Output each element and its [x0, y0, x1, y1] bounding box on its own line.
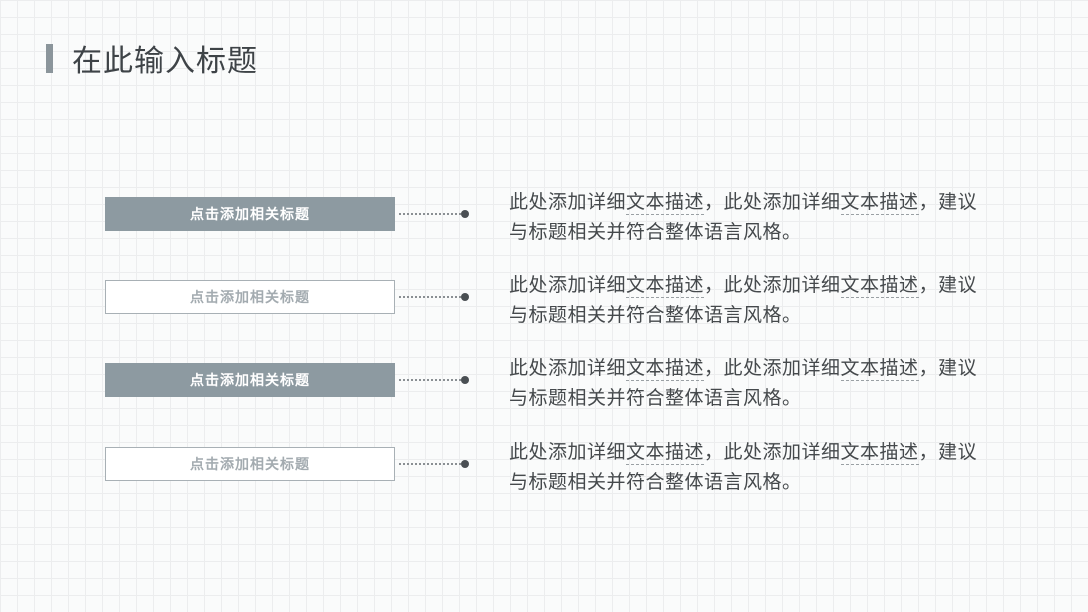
content-row: 点击添加相关标题 此处添加详细文本描述，此处添加详细文本描述，建议 与标题相关并… [0, 192, 1088, 259]
description-text: 此处添加详细文本描述，此处添加详细文本描述，建议 与标题相关并符合整体语言风格。 [509, 188, 1029, 248]
dotted-connector-line [399, 293, 469, 301]
title-block: 在此输入标题 [46, 40, 258, 78]
description-line-1: 此处添加详细文本描述，此处添加详细文本描述，建议 [509, 442, 978, 465]
add-related-title-button[interactable]: 点击添加相关标题 [105, 447, 395, 481]
description-line-1: 此处添加详细文本描述，此处添加详细文本描述，建议 [509, 275, 978, 298]
content-row: 点击添加相关标题 此处添加详细文本描述，此处添加详细文本描述，建议 与标题相关并… [0, 358, 1088, 425]
connector-dot [461, 210, 469, 218]
description-text: 此处添加详细文本描述，此处添加详细文本描述，建议 与标题相关并符合整体语言风格。 [509, 438, 1029, 498]
connector-dot [461, 376, 469, 384]
description-line-2: 与标题相关并符合整体语言风格。 [509, 388, 802, 409]
description-line-2: 与标题相关并符合整体语言风格。 [509, 305, 802, 326]
dotted-connector-line [399, 376, 469, 384]
description-line-2: 与标题相关并符合整体语言风格。 [509, 472, 802, 493]
description-line-2: 与标题相关并符合整体语言风格。 [509, 222, 802, 243]
description-text: 此处添加详细文本描述，此处添加详细文本描述，建议 与标题相关并符合整体语言风格。 [509, 271, 1029, 331]
description-text: 此处添加详细文本描述，此处添加详细文本描述，建议 与标题相关并符合整体语言风格。 [509, 354, 1029, 414]
dotted-connector-line [399, 460, 469, 468]
add-related-title-button[interactable]: 点击添加相关标题 [105, 280, 395, 314]
title-accent-bar [46, 43, 53, 73]
page-title: 在此输入标题 [72, 45, 258, 78]
content-row: 点击添加相关标题 此处添加详细文本描述，此处添加详细文本描述，建议 与标题相关并… [0, 442, 1088, 509]
description-line-1: 此处添加详细文本描述，此处添加详细文本描述，建议 [509, 358, 978, 381]
connector-dot [461, 293, 469, 301]
description-line-1: 此处添加详细文本描述，此处添加详细文本描述，建议 [509, 192, 978, 215]
add-related-title-button[interactable]: 点击添加相关标题 [105, 197, 395, 231]
add-related-title-button[interactable]: 点击添加相关标题 [105, 363, 395, 397]
dotted-connector-line [399, 210, 469, 218]
content-row: 点击添加相关标题 此处添加详细文本描述，此处添加详细文本描述，建议 与标题相关并… [0, 275, 1088, 342]
connector-dot [461, 460, 469, 468]
